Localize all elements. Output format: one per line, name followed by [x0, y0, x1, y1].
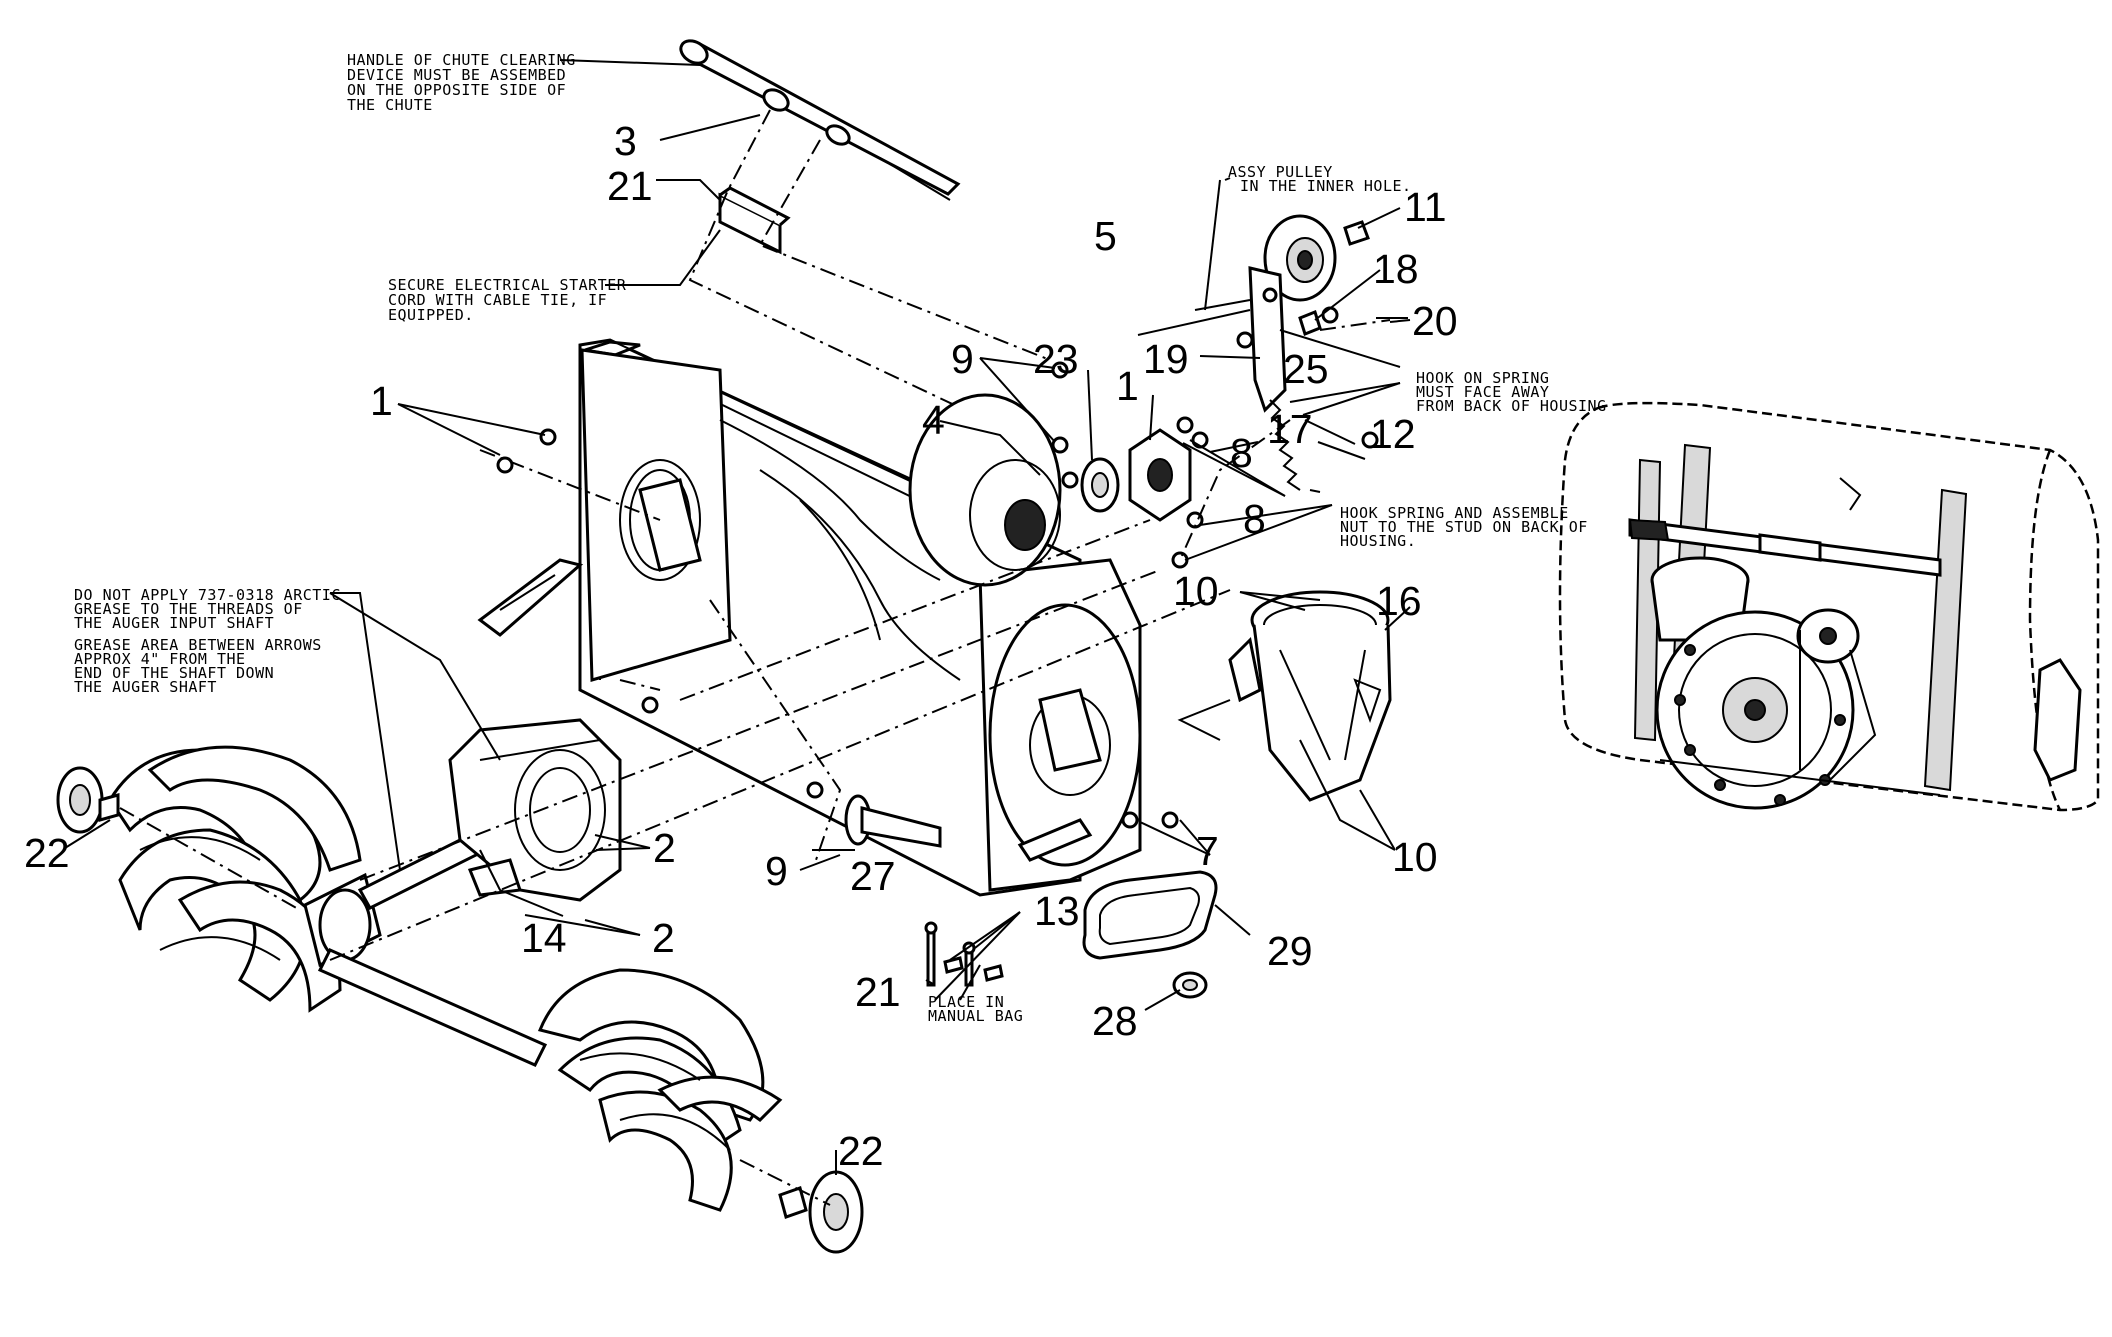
callout-numbers: 3 21 1 9 23 5 19 1 4 8 8 11 18 20 25 17 … — [24, 118, 1458, 1174]
note-grease-area: GREASE AREA BETWEEN ARROWS APPROX 4" FRO… — [74, 636, 331, 696]
auger-assembly — [56, 745, 864, 1254]
callout-23: 23 — [1033, 336, 1079, 382]
callout-16: 16 — [1376, 578, 1422, 624]
nut — [1172, 971, 1208, 999]
note-handle: HANDLE OF CHUTE CLEARING DEVICE MUST BE … — [347, 51, 585, 114]
handle-bracket — [718, 186, 791, 255]
callout-1-right: 1 — [1116, 363, 1139, 409]
callout-2-top: 2 — [653, 825, 676, 871]
note-spring-stud: HOOK SPRING AND ASSEMBLE NUT TO THE STUD… — [1340, 504, 1597, 550]
callout-19: 19 — [1143, 336, 1189, 382]
callout-12: 12 — [1370, 411, 1416, 457]
callout-8-top: 8 — [1230, 430, 1253, 476]
callout-9-top: 9 — [951, 336, 974, 382]
callout-27: 27 — [850, 853, 896, 899]
callout-4: 4 — [922, 397, 945, 443]
callout-20: 20 — [1412, 298, 1458, 344]
callout-5: 5 — [1094, 213, 1117, 259]
discharge-chute — [1177, 590, 1392, 802]
callout-25: 25 — [1283, 346, 1329, 392]
callout-10-bottom: 10 — [1392, 834, 1438, 880]
callout-3: 3 — [614, 118, 637, 164]
belt-guard — [1082, 870, 1218, 960]
note-grease-warning: DO NOT APPLY 737-0318 ARCTIC GREASE TO T… — [74, 586, 350, 632]
callout-14: 14 — [521, 915, 567, 961]
note-starter-cord: SECURE ELECTRICAL STARTER CORD WITH CABL… — [388, 276, 636, 324]
callout-28: 28 — [1092, 998, 1138, 1044]
leader-lines — [64, 59, 1411, 1175]
callout-2-bottom: 2 — [652, 915, 675, 961]
chute-clearing-handle — [679, 39, 961, 201]
callout-22-bottom: 22 — [838, 1128, 884, 1174]
callout-7: 7 — [1196, 828, 1219, 874]
callout-9-bottom: 9 — [765, 848, 788, 894]
bearing-flange — [1080, 428, 1192, 522]
note-hook-spring: HOOK ON SPRING MUST FACE AWAY FROM BACK … — [1416, 369, 1607, 415]
callout-29: 29 — [1267, 928, 1313, 974]
callout-8-bottom: 8 — [1243, 496, 1266, 542]
callout-22-left: 22 — [24, 830, 70, 876]
callout-13: 13 — [1034, 888, 1080, 934]
callout-17: 17 — [1267, 406, 1313, 452]
auger-housing — [477, 338, 1142, 897]
note-manual-bag: PLACE IN MANUAL BAG — [928, 993, 1023, 1025]
note-pulley: ASSY PULLEY IN THE INNER HOLE. — [1228, 163, 1412, 195]
callout-18: 18 — [1373, 246, 1419, 292]
callout-21-bottom: 21 — [855, 969, 901, 1015]
callout-21-top: 21 — [607, 163, 653, 209]
callout-11: 11 — [1404, 184, 1447, 230]
assembled-housing-view — [1558, 401, 2100, 812]
callout-10-top: 10 — [1173, 568, 1219, 614]
gearbox-housing — [448, 718, 622, 902]
idler-pulley — [1194, 214, 1370, 413]
tension-spring — [1269, 399, 1301, 491]
callout-1-left: 1 — [370, 378, 393, 424]
assembly-notes: HANDLE OF CHUTE CLEARING DEVICE MUST BE … — [74, 51, 1607, 1025]
carriage-bolt — [844, 794, 942, 848]
